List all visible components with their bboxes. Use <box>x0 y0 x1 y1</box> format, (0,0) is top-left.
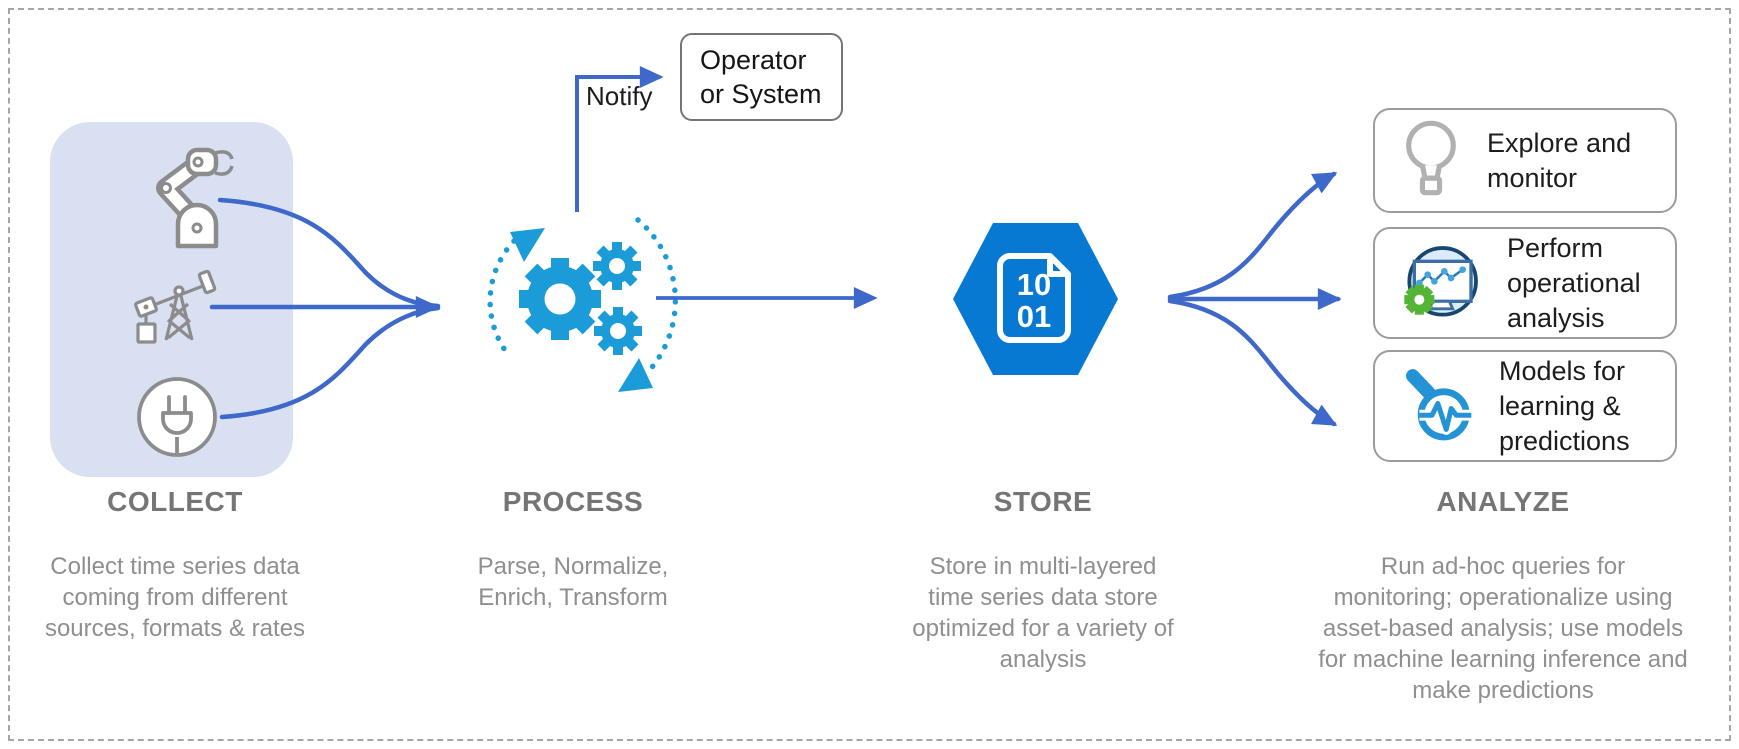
stage-title-collect: COLLECT <box>107 486 243 517</box>
analyze-box-label: Models for learning & predictions <box>1499 355 1630 456</box>
stage-desc-analyze: Run ad-hoc queries for monitoring; opera… <box>1318 553 1688 704</box>
analyze-box-label: Perform operational analysis <box>1507 232 1641 333</box>
operational-analysis-icon <box>1404 246 1478 317</box>
stage-title-analyze: ANALYZE <box>1436 486 1570 517</box>
stage-title-store: STORE <box>993 486 1093 517</box>
operator-box-label: Operator or System <box>700 45 822 109</box>
binary-digits-row2: 01 <box>1017 299 1051 334</box>
analyze-box-operational: Perform operational analysis <box>1373 227 1677 339</box>
analyze-box-explore: Explore and monitor <box>1373 108 1677 213</box>
model-search-icon <box>1406 369 1472 441</box>
stage-desc-store: Store in multi-layered time series data … <box>912 553 1174 673</box>
power-plug-icon <box>137 377 217 457</box>
robot-arm-icon <box>156 147 234 249</box>
stage-title-process: PROCESS <box>502 486 644 517</box>
analyze-box-label: Explore and monitor <box>1487 127 1632 193</box>
binary-digits-row1: 10 <box>1017 267 1051 302</box>
store-to-analyze-arrows <box>1167 171 1342 427</box>
operator-or-system-box: Operator or System <box>680 33 843 121</box>
green-gear-icon <box>1404 284 1435 315</box>
analyze-box-models: Models for learning & predictions <box>1373 350 1677 462</box>
stage-desc-collect: Collect time series data coming from dif… <box>44 553 306 642</box>
binary-document-icon <box>997 253 1071 343</box>
oil-pump-icon <box>134 269 217 344</box>
collect-to-process-arrows <box>209 197 441 420</box>
process-gears-icon <box>487 217 679 392</box>
notify-label: Notify <box>586 81 653 111</box>
lightbulb-icon <box>1406 120 1456 195</box>
store-hexagon-icon: 10 01 <box>953 223 1118 375</box>
notify-arrow <box>575 66 664 212</box>
stage-desc-process: Parse, Normalize, Enrich, Transform <box>477 553 669 611</box>
